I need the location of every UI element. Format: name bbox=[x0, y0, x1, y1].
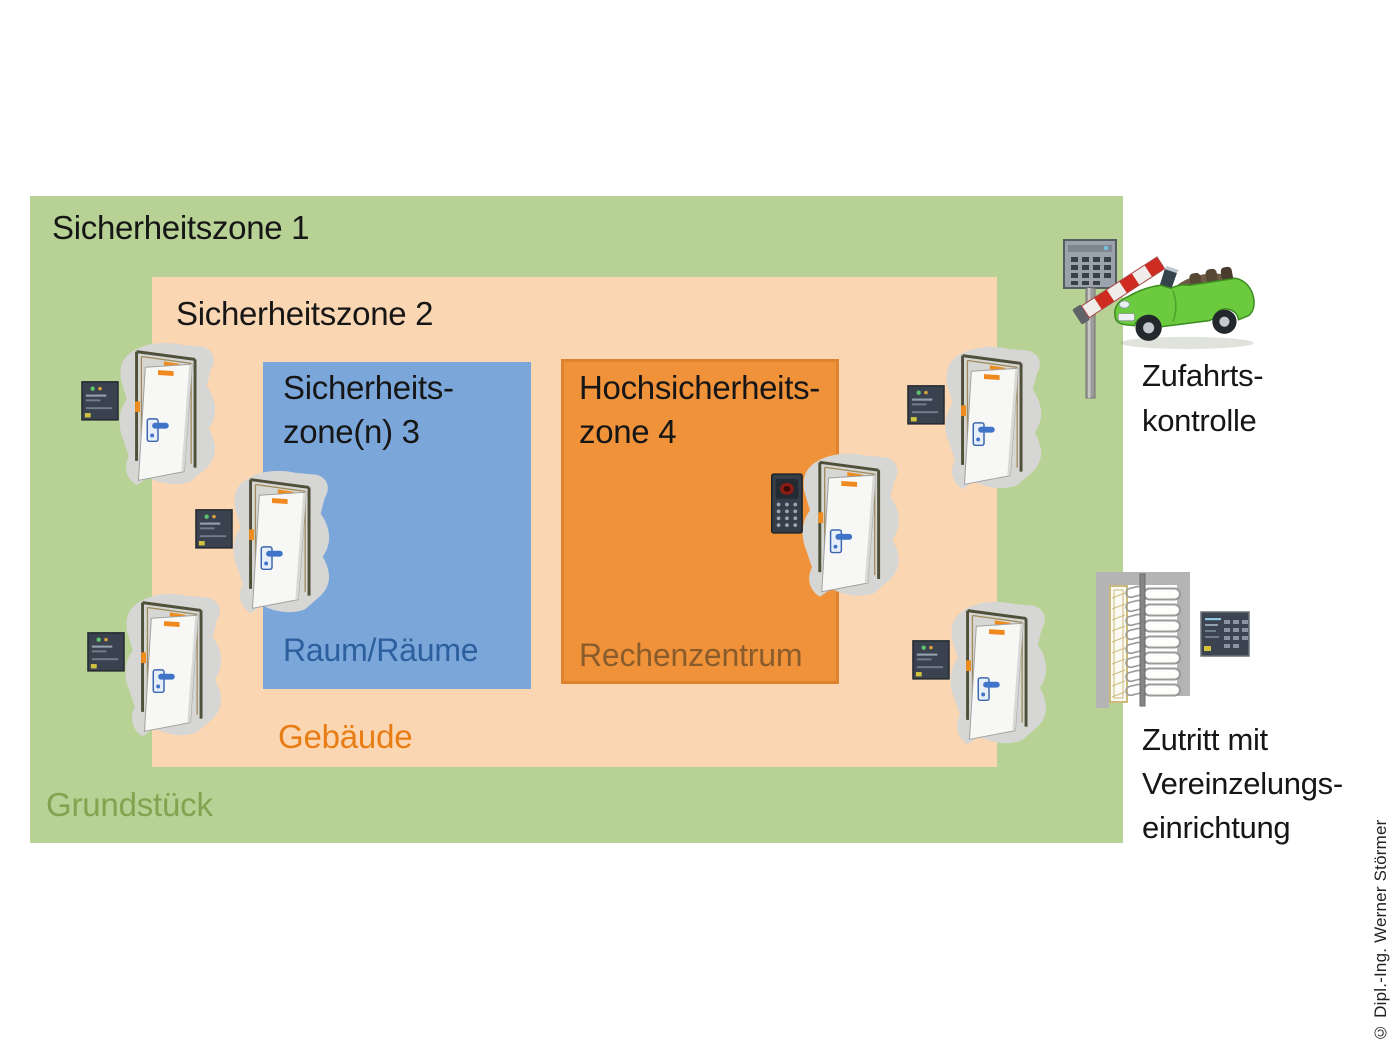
door-with-reader-icon bbox=[194, 465, 350, 621]
entry-line3: einrichtung bbox=[1142, 810, 1291, 845]
zone3-label: Sicherheits- zone(n) 3 bbox=[283, 366, 454, 454]
door-with-reader-icon bbox=[911, 596, 1067, 752]
entry-line2: Vereinzelungs- bbox=[1142, 766, 1343, 801]
door-with-biometric-reader-icon bbox=[758, 447, 910, 613]
zone4-label: Hochsicherheits- zone 4 bbox=[579, 366, 820, 454]
copyright-credit: © Dipl.-Ing. Werner Störmer bbox=[1371, 819, 1390, 1042]
door-with-reader-icon bbox=[906, 341, 1062, 497]
keypad-icon bbox=[1063, 239, 1117, 289]
zone1-sublabel: Grundstück bbox=[46, 786, 213, 823]
turnstile-post bbox=[1139, 573, 1146, 707]
keypad-icon bbox=[1200, 611, 1250, 657]
car-icon bbox=[1114, 266, 1255, 349]
vehicle-access-callout: Zufahrts- kontrolle bbox=[1142, 353, 1264, 443]
zone3-sublabel: Raum/Räume bbox=[283, 632, 479, 668]
zone2-label: Sicherheitszone 2 bbox=[176, 295, 434, 332]
zone3-label-line2: zone(n) 3 bbox=[283, 413, 420, 450]
zone4-sublabel: Rechenzentrum bbox=[579, 637, 803, 673]
zone4-label-line1: Hochsicherheits- bbox=[579, 369, 820, 406]
vehicle-access-line1: Zufahrts- bbox=[1142, 358, 1264, 393]
barrier-arm bbox=[1072, 256, 1166, 325]
zone3-label-line1: Sicherheits- bbox=[283, 369, 454, 406]
turnstile-icon bbox=[1096, 572, 1190, 708]
entry-callout: Zutritt mit Vereinzelungs- einrichtung bbox=[1142, 718, 1343, 850]
entry-line1: Zutritt mit bbox=[1142, 722, 1268, 757]
zone4-label-line2: zone 4 bbox=[579, 413, 677, 450]
vehicle-access-line2: kontrolle bbox=[1142, 403, 1257, 438]
barrier-icon bbox=[1063, 239, 1166, 399]
zone2-sublabel: Gebäude bbox=[278, 718, 413, 755]
zone1-label: Sicherheitszone 1 bbox=[52, 209, 310, 246]
